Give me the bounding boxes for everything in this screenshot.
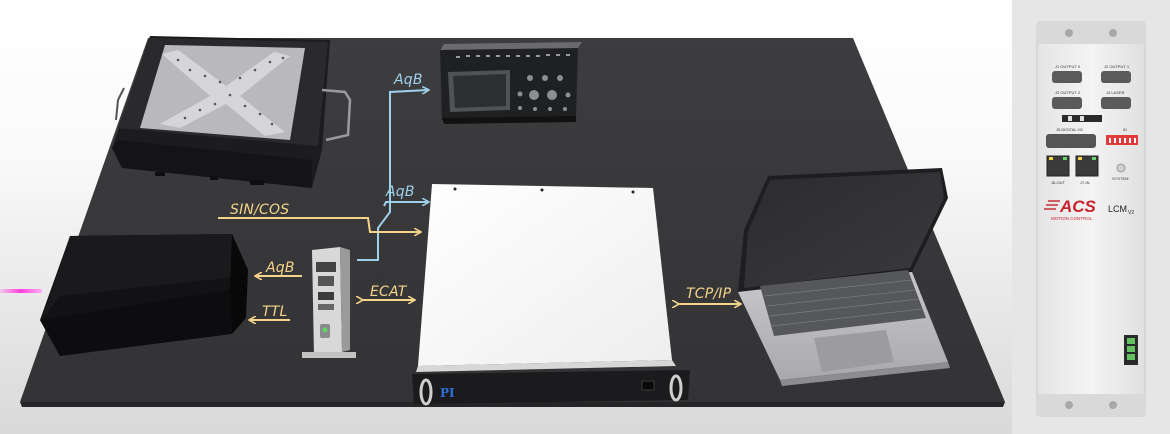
model-label: LCM	[1108, 204, 1127, 214]
label-aqb-scope: AqB	[393, 72, 423, 88]
mount-screw-icon	[1065, 401, 1073, 409]
label-aqb-stage: AqB	[385, 184, 415, 200]
label-ttl: TTL	[262, 304, 288, 320]
controller-box: PI	[412, 184, 690, 406]
controller-brand-label: PI	[440, 386, 455, 400]
label-tcpip: TCP/IP	[686, 286, 732, 302]
j1-connector-icon	[1052, 71, 1082, 83]
j5-connector-icon	[1046, 134, 1096, 148]
label-ecat: ECAT	[370, 284, 408, 300]
j4-connector-icon	[1101, 97, 1131, 109]
mount-screw-icon	[1109, 401, 1117, 409]
sincos-line	[218, 217, 420, 232]
label-aqb-laser: AqB	[265, 260, 295, 276]
port-label-j1: J1 OUTPUT 0	[1055, 64, 1081, 69]
system-led-icon	[1116, 163, 1126, 173]
port-label-id: ID	[1123, 127, 1127, 132]
laser-beam	[0, 289, 42, 293]
j3-connector-icon	[1052, 97, 1082, 109]
laptop	[738, 168, 950, 386]
id-dip-switch-icon	[1106, 135, 1138, 145]
acs-logo: ACS MOTION CONTROL	[1044, 197, 1097, 221]
aqb-line-to-scope	[357, 90, 428, 261]
mount-screw-icon	[1109, 29, 1117, 37]
acs-brand-sub: MOTION CONTROL	[1051, 216, 1093, 221]
lcm-module-small	[302, 247, 356, 358]
j2-connector-icon	[1101, 71, 1131, 83]
acs-brand: ACS	[1059, 197, 1097, 216]
lcm-module-detail: J1 OUTPUT 0 J2 OUTPUT 1 J3 OUTPUT 2 J4 L…	[1036, 21, 1146, 417]
port-label-j4: J4 LASER	[1106, 90, 1125, 95]
port-label-j5: J5 DIGITAL I/O	[1056, 127, 1083, 132]
label-sincos: SIN/COS	[230, 202, 289, 218]
port-label-system: SYSTEM	[1112, 176, 1128, 181]
j6-ethernet-port-icon	[1046, 155, 1070, 177]
port-label-j3: J3 OUTPUT 2	[1055, 90, 1081, 95]
oscilloscope	[440, 42, 582, 124]
mount-screw-icon	[1065, 29, 1073, 37]
aqb-line-to-controller	[383, 202, 428, 207]
j7-ethernet-port-icon	[1075, 155, 1099, 177]
port-label-j7: J7-IN	[1080, 180, 1090, 185]
laser-head	[40, 234, 248, 356]
table-edge	[20, 402, 1005, 407]
model-suffix: V2	[1128, 210, 1134, 216]
port-label-j6: J6-OUT	[1051, 180, 1066, 185]
xy-stage	[112, 36, 352, 188]
port-label-j2: J2 OUTPUT 1	[1104, 64, 1130, 69]
